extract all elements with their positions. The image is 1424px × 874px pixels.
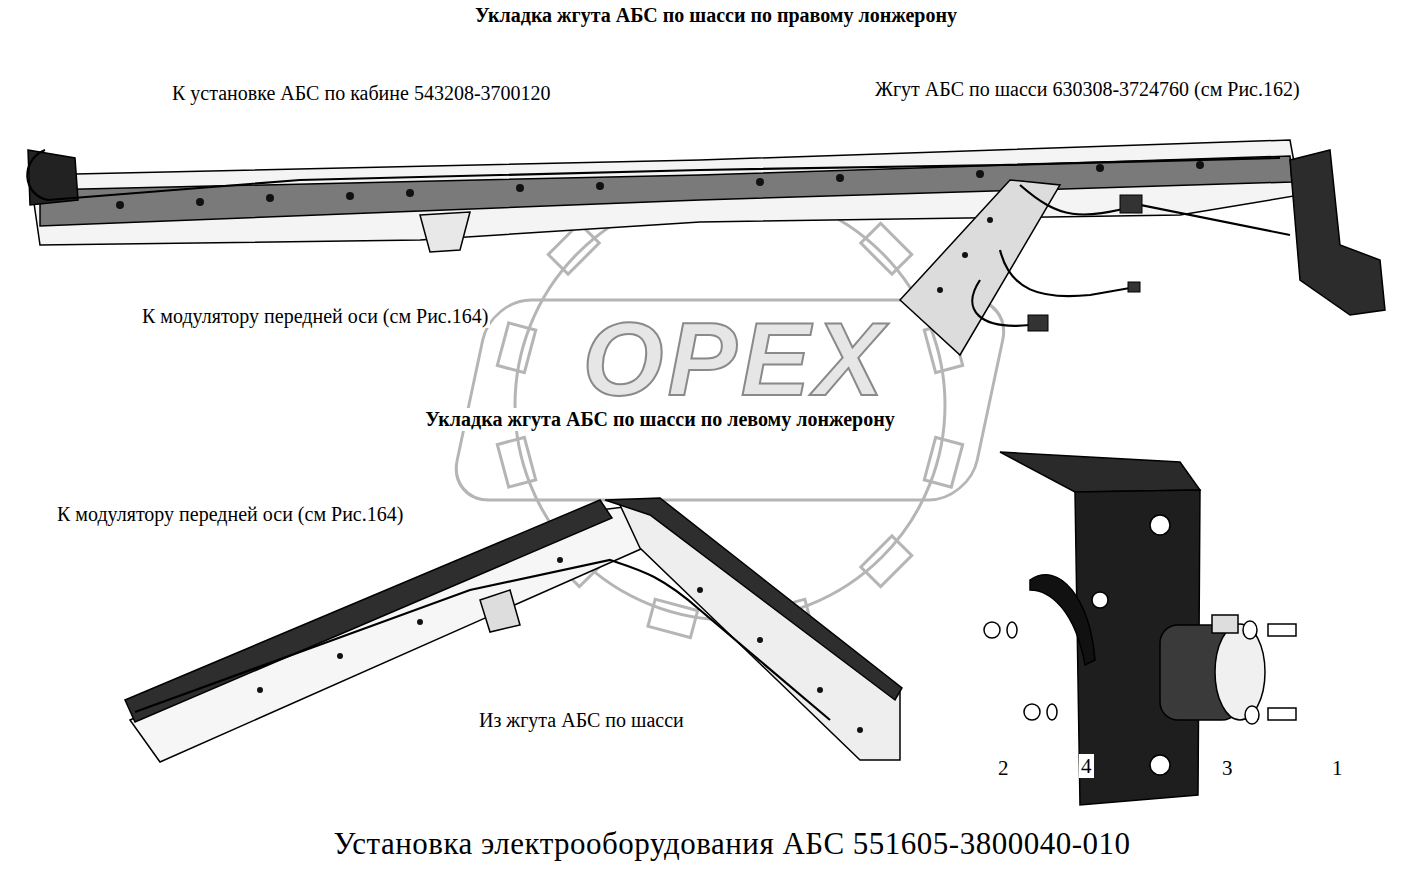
rail-holes	[257, 557, 863, 733]
section-heading: Укладка жгута АБС по шасси по правому ло…	[473, 4, 959, 27]
reference-note: К установке АБС по кабине 543208-3700120	[170, 82, 553, 105]
reference-note: Жгут АБС по шасси 630308-3724760 (см Рис…	[873, 78, 1302, 101]
gear-tooth	[497, 323, 535, 373]
gear-tooth	[924, 437, 962, 487]
harness-wire	[27, 150, 1290, 326]
gear-tooth	[497, 437, 535, 487]
harness-wire	[135, 560, 830, 720]
callout-number: 3	[1220, 756, 1235, 780]
reference-note: К модулятору передней оси (см Рис.164)	[140, 305, 490, 328]
reference-note: К модулятору передней оси (см Рис.164)	[55, 503, 405, 526]
reference-note: Из жгута АБС по шасси	[477, 709, 686, 732]
left-frame-rail	[125, 498, 902, 762]
gear-tooth	[861, 223, 912, 274]
callout-number: 4	[1079, 754, 1094, 778]
caption: Установка электрооборудования АБС 551605…	[332, 826, 1133, 862]
watermark: OPEX	[583, 300, 888, 419]
gear-tooth	[861, 536, 912, 587]
connector-plug	[1028, 195, 1142, 331]
bracket-assembly	[984, 452, 1296, 805]
gear-tooth	[648, 599, 698, 637]
callout-number: 2	[996, 756, 1011, 780]
callout-number: 1	[1330, 756, 1345, 780]
